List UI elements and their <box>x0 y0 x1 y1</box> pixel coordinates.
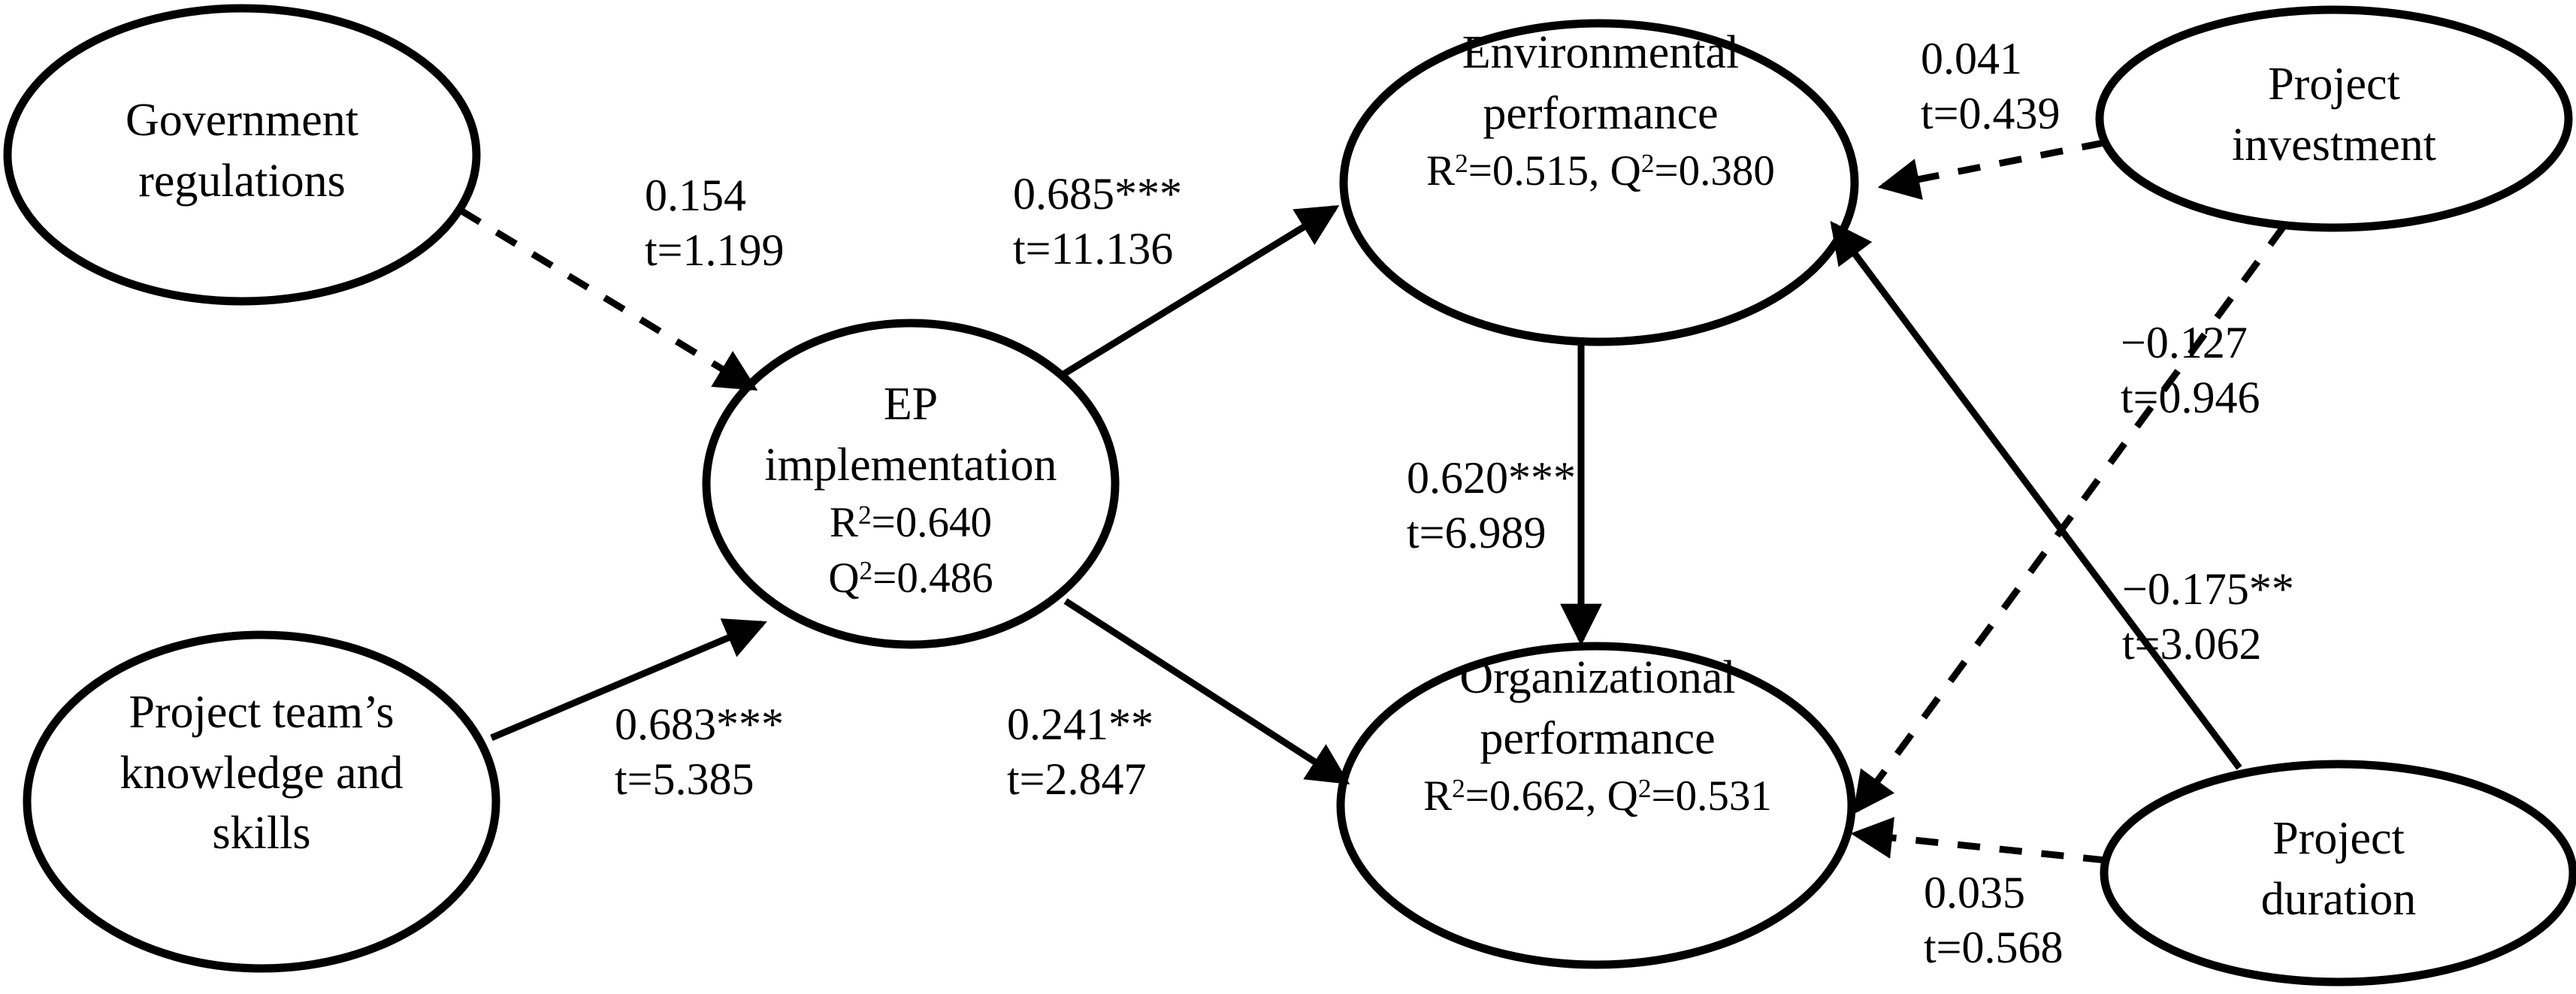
edge-team-to-ep[interactable] <box>490 618 767 742</box>
edge-ep-to-env[interactable] <box>1059 205 1340 379</box>
node-ellipse-ep-implementation[interactable] <box>702 319 1120 649</box>
node-ellipse-government-regulations[interactable] <box>3 4 481 306</box>
edge-investment-to-env[interactable] <box>1877 139 2105 201</box>
edge-investment-to-org[interactable] <box>1852 223 2287 815</box>
edge-duration-to-env[interactable] <box>1830 221 2242 770</box>
node-ellipse-project-duration[interactable] <box>2100 760 2576 986</box>
edge-duration-to-org[interactable] <box>1850 817 2106 864</box>
edge-gov-to-ep[interactable] <box>458 207 758 391</box>
node-ellipse-environmental-performance[interactable] <box>1339 19 1859 346</box>
node-ellipse-organizational-performance[interactable] <box>1336 642 1856 969</box>
edge-ep-to-org[interactable] <box>1063 598 1350 785</box>
node-ellipse-project-team-knowledge-and-skills[interactable] <box>23 630 500 973</box>
node-ellipse-project-investment[interactable] <box>2095 5 2573 232</box>
